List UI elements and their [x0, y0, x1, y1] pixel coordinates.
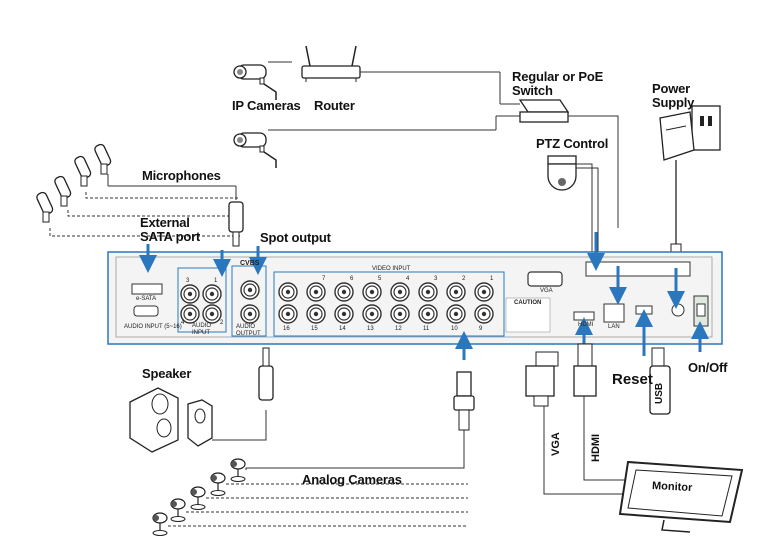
label-microphones: Microphones — [142, 168, 221, 183]
video-input-bottom-connector — [362, 304, 382, 324]
panel-hdmi: HDMI — [578, 322, 594, 328]
video-input-bottom-connector — [418, 304, 438, 324]
video-input-bottom-connector — [334, 304, 354, 324]
panel-vga: VGA — [540, 288, 553, 294]
panel-caution: CAUTION — [514, 300, 542, 306]
ip-camera-1-icon — [233, 64, 277, 100]
rca-plug-icon — [228, 201, 244, 247]
video-input-top-connector — [278, 282, 298, 302]
video-input-bottom-connector — [306, 304, 326, 324]
label-on-off: On/Off — [688, 360, 728, 375]
video-input-number-top: 6 — [350, 276, 354, 282]
ip-camera-2-icon — [233, 132, 277, 168]
speaker-plug-icon — [258, 347, 274, 401]
video-input-number-bottom: 12 — [395, 326, 402, 332]
monitor-icon — [618, 460, 744, 533]
video-input-number-top: 5 — [378, 276, 382, 282]
video-input-number-bottom: 14 — [339, 326, 346, 332]
video-input-number-bottom: 9 — [479, 326, 483, 332]
panel-audio-input: AUDIO INPUT — [192, 323, 212, 336]
dvr-rear-panel — [107, 251, 723, 345]
video-input-bottom-connector — [446, 304, 466, 324]
panel-esata-label: e-SATA — [136, 296, 157, 302]
video-input-number-top: 2 — [462, 276, 466, 282]
label-external-sata: External SATA port — [140, 215, 201, 244]
audio-num-4: 4 — [181, 320, 185, 326]
video-input-number-top: 7 — [322, 276, 326, 282]
video-input-top-connector — [306, 282, 326, 302]
label-switch: Regular or PoE Switch — [512, 69, 604, 98]
video-input-number-top: 1 — [490, 276, 494, 282]
video-input-number-bottom: 13 — [367, 326, 374, 332]
label-usb: USB — [654, 382, 665, 404]
video-input-number-bottom: 16 — [283, 326, 290, 332]
video-input-bottom-connector — [474, 304, 494, 324]
video-input-top-connector — [390, 282, 410, 302]
video-input-top-connector — [418, 282, 438, 302]
label-spot-output: Spot output — [260, 230, 331, 245]
label-reset: Reset — [612, 371, 653, 388]
video-input-number-bottom: 11 — [423, 326, 430, 332]
video-input-bottom-connector — [390, 304, 410, 324]
label-speaker: Speaker — [142, 366, 192, 381]
video-input-number-bottom: 15 — [311, 326, 318, 332]
router-icon — [301, 45, 361, 82]
video-input-number-top: 3 — [434, 276, 438, 282]
vga-cable-icon — [525, 351, 642, 495]
label-monitor: Monitor — [651, 479, 693, 495]
speaker-icon — [129, 387, 213, 453]
panel-audio-input-range: AUDIO INPUT (5~16) — [124, 324, 182, 330]
video-input-number-top: 4 — [406, 276, 410, 282]
microphones-icon — [34, 142, 240, 237]
panel-audio-output: AUDIO OUTPUT — [236, 324, 261, 337]
video-input-top-connector — [474, 282, 494, 302]
video-input-top-connector — [446, 282, 466, 302]
panel-lan: LAN — [608, 324, 620, 330]
hdmi-cable-icon — [573, 343, 642, 481]
usb-drive-icon — [649, 347, 671, 415]
audio-num-2: 2 — [220, 320, 224, 326]
label-power-supply: Power Supply — [652, 81, 695, 110]
video-input-top-connector — [334, 282, 354, 302]
bnc-plug-icon — [453, 371, 475, 431]
analog-cameras-icon — [152, 458, 246, 537]
label-hdmi: HDMI — [590, 433, 602, 462]
label-ip-cameras: IP Cameras — [232, 98, 301, 113]
switch-icon — [518, 99, 570, 123]
label-vga: VGA — [550, 432, 562, 456]
panel-video-input: VIDEO INPUT — [372, 266, 411, 272]
connection-arrows — [139, 232, 709, 360]
video-input-top-connector — [362, 282, 382, 302]
audio-num-3: 3 — [186, 278, 190, 284]
power-supply-icon — [659, 105, 721, 161]
video-input-bottom-connector — [278, 304, 298, 324]
audio-num-1: 1 — [214, 278, 218, 284]
label-router: Router — [314, 98, 355, 113]
label-ptz-control: PTZ Control — [536, 136, 609, 151]
label-analog-cameras: Analog Cameras — [302, 472, 402, 487]
panel-cvbs: CVBS — [240, 260, 260, 267]
ptz-camera-icon — [547, 155, 577, 191]
video-input-number-bottom: 10 — [451, 326, 458, 332]
